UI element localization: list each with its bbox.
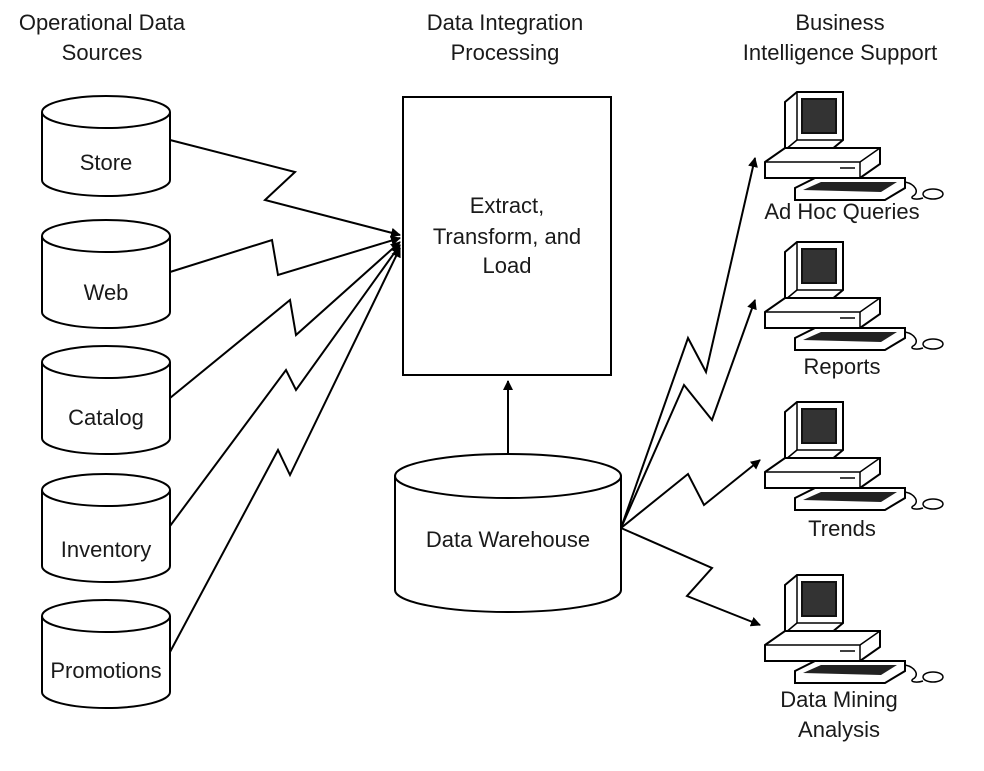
output-label-mining-line1: Data Mining <box>780 687 897 712</box>
output-label-reports: Reports <box>803 354 880 379</box>
integration-header-line2: Processing <box>451 40 560 65</box>
bi-header-line1: Business <box>795 10 884 35</box>
data-warehouse-cylinder: Data Warehouse <box>394 453 622 613</box>
computer-icon-trends <box>764 401 944 511</box>
source-catalog-cylinder: Catalog <box>41 345 171 455</box>
source-label-promotions: Promotions <box>50 658 161 683</box>
source-promotions-cylinder: Promotions <box>41 599 171 709</box>
integration-header-line1: Data Integration <box>427 10 584 35</box>
computer-icon-reports <box>764 241 944 351</box>
etl-label-line2: Transform, and <box>433 224 581 249</box>
source-to-etl-connectors <box>169 139 401 653</box>
sources-header-line1: Operational Data <box>19 10 186 35</box>
computer-icon-adhoc <box>764 91 944 201</box>
bi-header-line2: Intelligence Support <box>743 40 937 65</box>
output-label-trends: Trends <box>808 516 876 541</box>
source-label-web: Web <box>84 280 129 305</box>
output-label-adhoc: Ad Hoc Queries <box>764 199 919 224</box>
warehouse-to-bi-connectors <box>620 157 761 627</box>
source-store-cylinder: Store <box>41 95 171 197</box>
computer-icon-mining <box>764 574 944 684</box>
source-label-catalog: Catalog <box>68 405 144 430</box>
source-inventory-cylinder: Inventory <box>41 473 171 583</box>
etl-process-box: Extract, Transform, and Load <box>402 96 612 376</box>
source-web-cylinder: Web <box>41 219 171 329</box>
etl-label-line1: Extract, <box>470 193 545 218</box>
sources-header-line2: Sources <box>62 40 143 65</box>
output-label-mining-line2: Analysis <box>798 717 880 742</box>
source-label-store: Store <box>80 150 133 175</box>
etl-label-line3: Load <box>483 253 532 278</box>
source-label-inventory: Inventory <box>61 537 152 562</box>
warehouse-label: Data Warehouse <box>426 527 590 552</box>
